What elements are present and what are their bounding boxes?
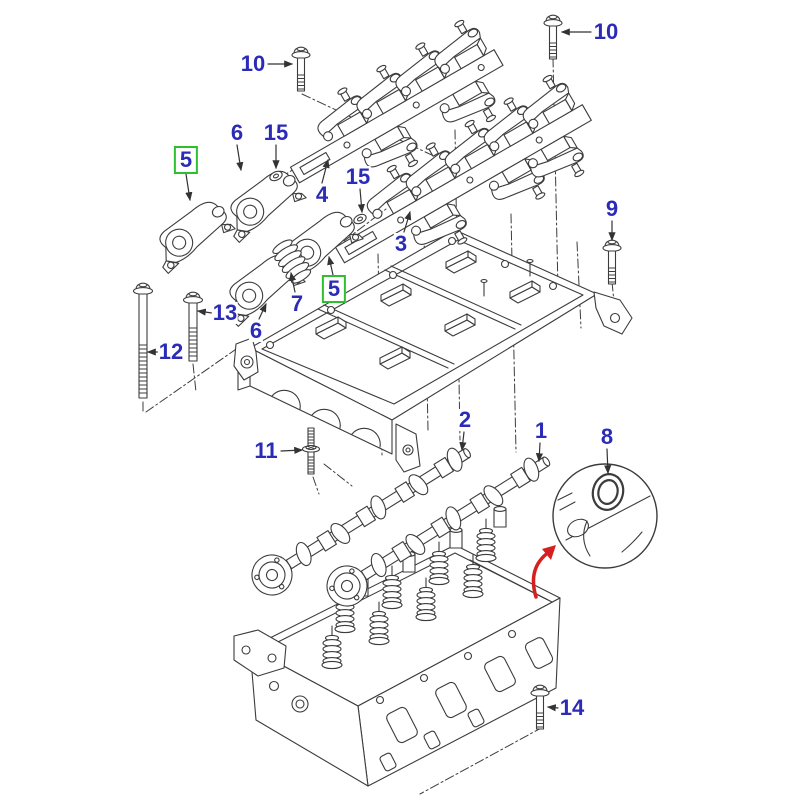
leader-14	[546, 704, 559, 712]
rocker-shaft-assembly-3	[334, 69, 593, 264]
bolt-12-long	[132, 282, 154, 399]
head-left-bracket	[233, 629, 287, 677]
leader-8	[604, 448, 612, 475]
carrier-bottom-bracket	[395, 423, 421, 473]
camshaft-intake-1	[326, 456, 551, 607]
washer-15-mid	[353, 213, 367, 225]
leader-4	[321, 158, 330, 184]
washer-15-top	[269, 170, 283, 182]
detail-arrow	[531, 545, 556, 599]
leader-6-top	[236, 144, 244, 172]
leader-15-mid	[357, 188, 365, 214]
stud-11	[301, 427, 321, 475]
bolt-13	[182, 291, 204, 362]
carrier-left-bracket	[233, 337, 259, 381]
leader-3	[403, 210, 412, 233]
cam-carrier-plate	[233, 229, 633, 473]
valve-spring-7	[272, 239, 312, 284]
seal-detail-circle	[552, 463, 658, 569]
leader-5-mid	[327, 255, 335, 276]
camshaft-exhaust-2	[251, 447, 471, 596]
rocker-shaft-assembly-4	[289, 14, 504, 187]
leader-1	[535, 442, 544, 463]
leader-13	[196, 308, 213, 316]
leader-6-mid	[258, 302, 267, 320]
leader-2	[459, 431, 467, 452]
bolt-14	[530, 684, 550, 730]
leader-7	[289, 271, 297, 293]
cylinder-head	[233, 506, 561, 787]
camshaft-seal-8	[591, 473, 625, 511]
rocker-arm-5-top	[144, 195, 240, 275]
bolt-10-left	[291, 46, 311, 92]
carrier-right-bracket	[593, 291, 633, 335]
leader-5-top	[185, 173, 193, 202]
bolt-10-right	[543, 14, 563, 60]
bolt-9	[602, 239, 622, 285]
leader-lines	[146, 28, 616, 712]
leader-11	[280, 446, 304, 454]
